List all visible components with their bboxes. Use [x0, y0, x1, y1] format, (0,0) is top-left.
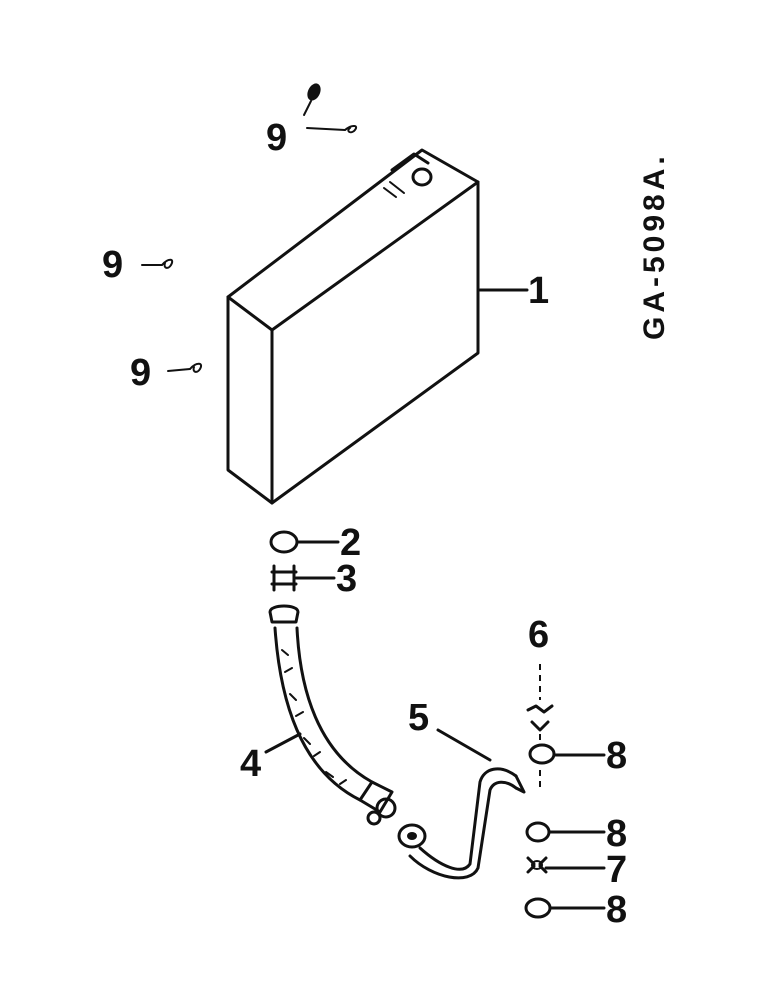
seal-lower: [524, 897, 552, 919]
callout-tank: 1: [528, 270, 549, 312]
callout-nut: 7: [606, 849, 627, 891]
pin-left-upper: [141, 258, 174, 269]
nut: [526, 856, 548, 874]
hose: [268, 604, 397, 826]
washer: [269, 530, 299, 554]
seal-upper: [528, 743, 556, 765]
callout-washer: 2: [340, 522, 361, 564]
callout-pin-left-upper: 9: [102, 244, 123, 286]
pin-left-lower: [167, 362, 202, 373]
leader-lines: [264, 288, 606, 910]
seal-middle: [525, 821, 551, 843]
drawing-code: GA-5098A.: [638, 152, 671, 340]
clamp: [270, 564, 298, 592]
callout-clamp: 3: [336, 558, 357, 600]
callout-hose: 4: [240, 743, 261, 785]
callout-pin-top: 9: [266, 117, 287, 159]
pin-top: [303, 83, 358, 134]
tube: [397, 767, 526, 880]
callout-seal-lower: 8: [606, 889, 627, 931]
fitting: [526, 664, 554, 744]
callout-tube: 5: [408, 697, 429, 739]
callout-seal-middle: 8: [606, 813, 627, 855]
tank: [226, 148, 480, 505]
callout-fitting: 6: [528, 614, 549, 656]
callout-pin-left-lower: 9: [130, 352, 151, 394]
callout-seal-upper: 8: [606, 735, 627, 777]
